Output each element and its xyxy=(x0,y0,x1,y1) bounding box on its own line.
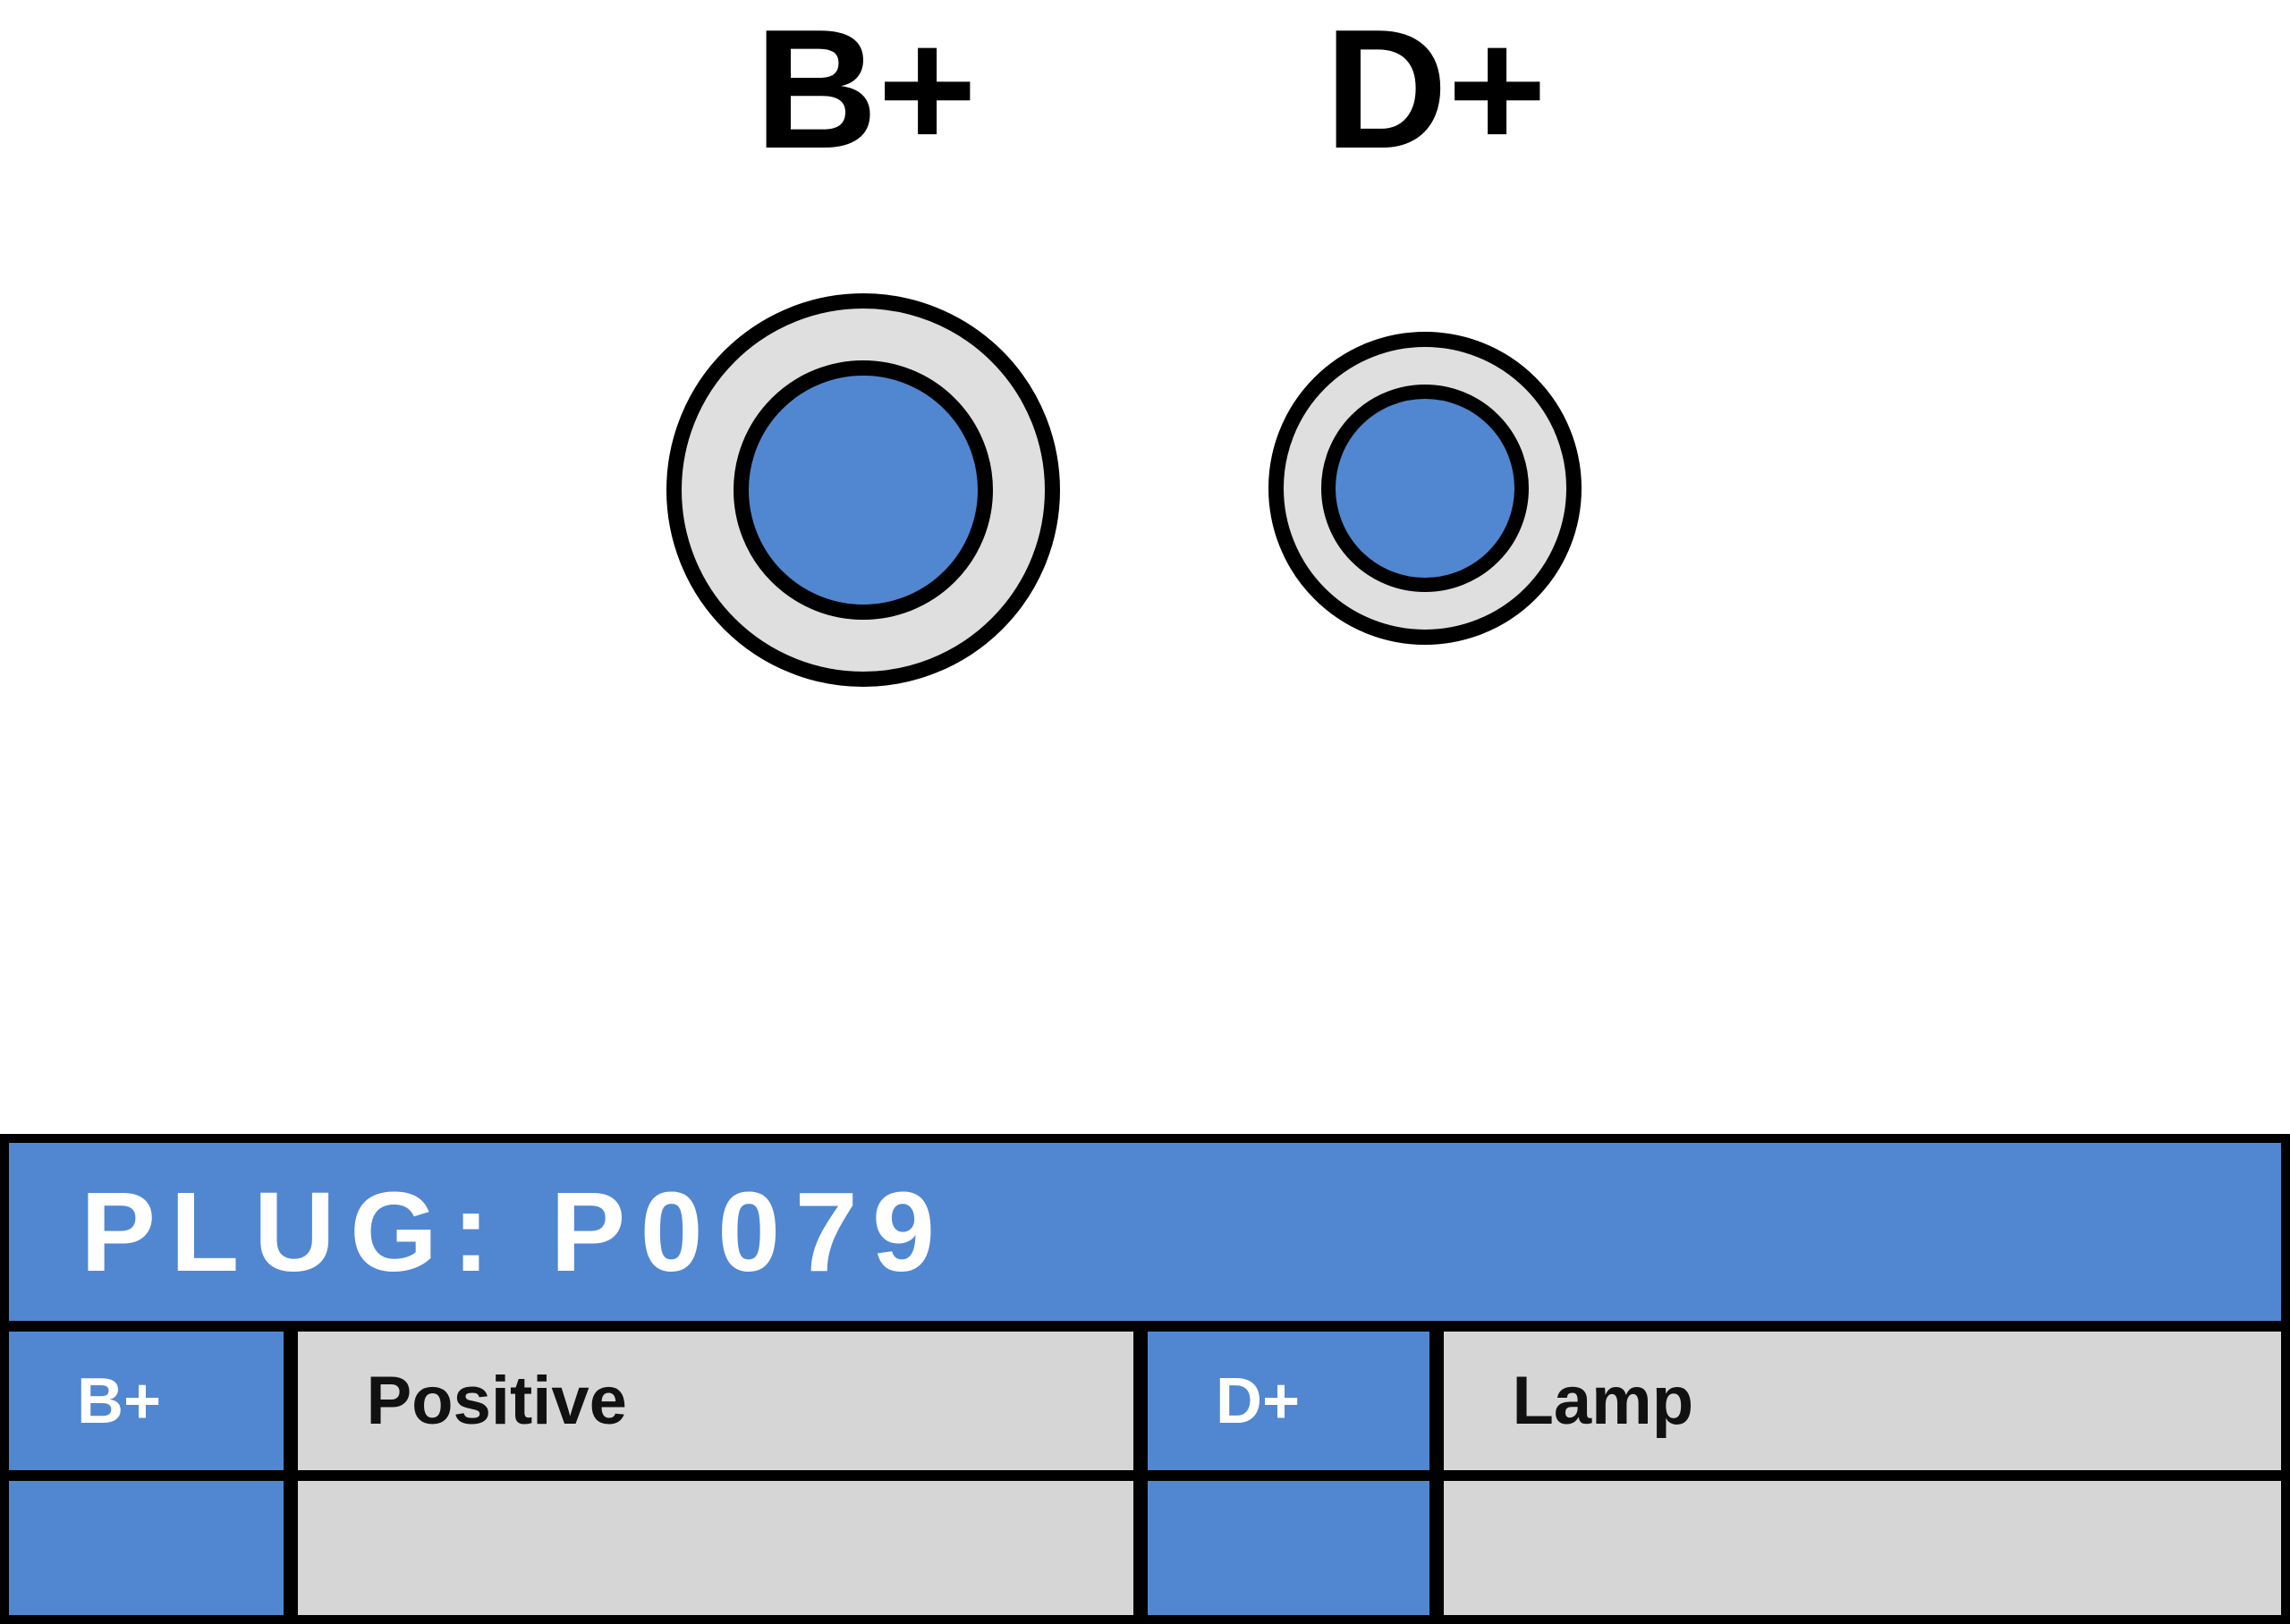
terminal-label-d-plus: D+ xyxy=(1324,0,1548,184)
plug-table-cell-terminal-b-plus: B+ xyxy=(9,1332,284,1470)
plug-table-cell-empty-function-1 xyxy=(298,1480,1133,1615)
terminal-label-b-plus: B+ xyxy=(754,0,978,184)
plug-table-cell-empty-terminal-1 xyxy=(9,1480,284,1615)
terminal-pin-d-plus-core xyxy=(1321,385,1529,592)
plug-table: PLUG: P0079 B+ Positive D+ Lamp xyxy=(0,1134,2290,1624)
terminal-pin-b-plus xyxy=(666,293,1060,687)
plug-table-cell-function-lamp: Lamp xyxy=(1444,1332,2281,1470)
terminal-pin-d-plus xyxy=(1268,332,1582,645)
plug-table-cell-empty-terminal-2 xyxy=(1147,1480,1430,1615)
terminal-pin-b-plus-core xyxy=(734,360,993,620)
plug-table-cell-empty-function-2 xyxy=(1444,1480,2281,1615)
plug-table-header: PLUG: P0079 xyxy=(9,1143,2281,1322)
plug-table-cell-terminal-d-plus: D+ xyxy=(1147,1332,1430,1470)
plug-table-cell-function-positive: Positive xyxy=(298,1332,1133,1470)
